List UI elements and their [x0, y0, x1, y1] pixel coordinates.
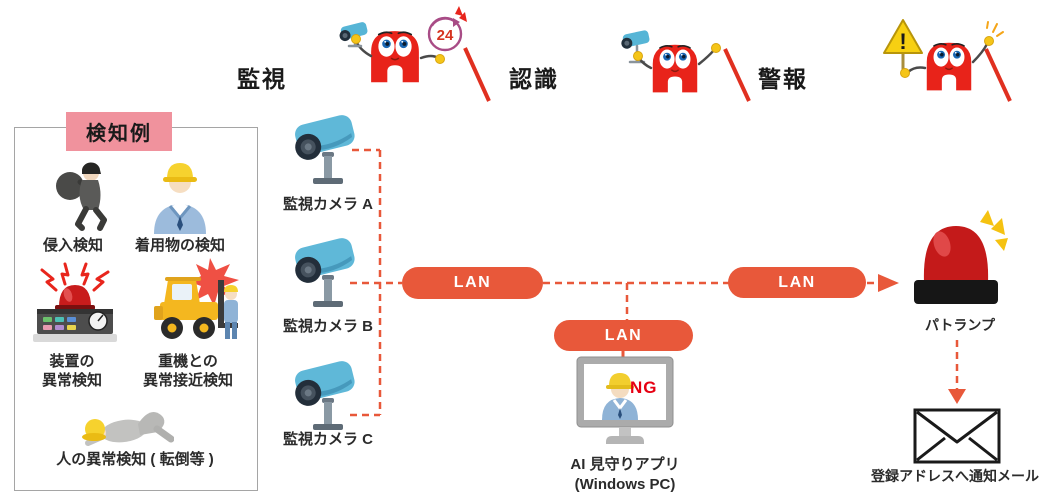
- patrol-lamp-icon: [914, 210, 1008, 304]
- pc-app-name: AI 見守りアプリ: [570, 456, 680, 473]
- phase-label-alarm: 警報: [758, 66, 808, 92]
- forklift-collision-label: 重機との 異常接近検知: [142, 353, 233, 389]
- patrol-lamp-label: パトランプ: [925, 317, 995, 333]
- camera-c-icon: [295, 361, 355, 430]
- worker-attire-label: 着用物の検知: [134, 237, 225, 254]
- lan-pill-1: LAN: [402, 267, 543, 299]
- ng-status-text: NG: [630, 378, 658, 397]
- forklift-collision-icon: [154, 258, 239, 339]
- pc-platform: (Windows PC): [574, 476, 676, 493]
- badge-24-text: 24: [437, 27, 454, 44]
- detection-examples-title: 検知例: [66, 112, 172, 151]
- intruder-label: 侵入検知: [42, 237, 103, 254]
- camera-a-label: 監視カメラ A: [282, 196, 373, 213]
- fallen-person-icon: [82, 412, 174, 446]
- lan-pill-2: LAN: [554, 320, 693, 351]
- device-alarm-icon: [33, 262, 117, 342]
- device-alarm-label: 装置の 異常検知: [41, 353, 102, 389]
- phase-label-monitoring: 監視: [237, 66, 287, 92]
- fallen-person-label: 人の異常検知 ( 転倒等 ): [56, 451, 214, 468]
- pc-monitor-icon: [576, 356, 674, 444]
- phase-label-recognition: 認識: [509, 66, 559, 92]
- lan-pill-3: LAN: [728, 267, 866, 298]
- mascot-alarm-icon: !: [883, 19, 1004, 92]
- mascot-monitoring-icon: 24: [339, 6, 467, 84]
- warning-exclamation-text: !: [899, 29, 906, 54]
- camera-b-icon: [295, 238, 355, 307]
- intruder-icon: [56, 162, 107, 231]
- mail-envelope-icon: [913, 408, 1001, 464]
- mail-label: 登録アドレスへ通知メール: [871, 468, 1039, 484]
- mascot-recognition-icon: [621, 30, 721, 94]
- worker-attire-icon: [154, 163, 206, 234]
- camera-b-label: 監視カメラ B: [282, 318, 373, 335]
- camera-c-label: 監視カメラ C: [282, 431, 373, 448]
- camera-a-icon: [295, 115, 355, 184]
